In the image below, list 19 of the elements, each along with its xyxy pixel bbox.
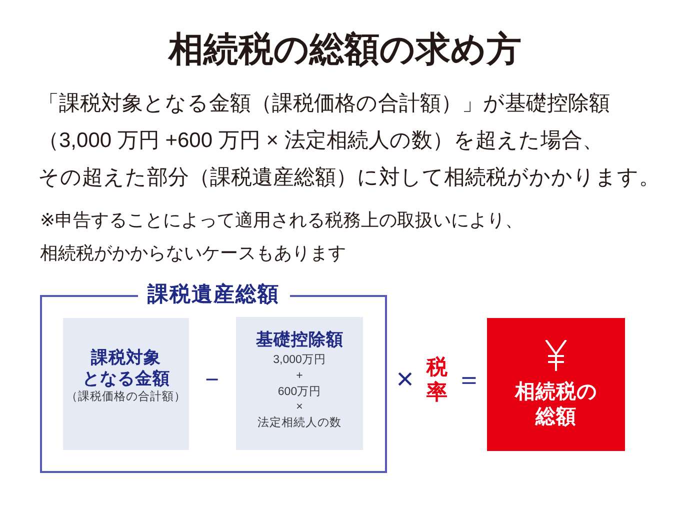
formula-line: 3,000万円 — [273, 353, 326, 368]
term-box — [63, 318, 189, 450]
result-text: 相続税の総額 — [514, 380, 598, 430]
box-note: （課税価格の合計額） — [66, 390, 186, 405]
title: 相続税の総額の求め方 — [166, 29, 522, 71]
times-sign: × — [396, 364, 414, 396]
rate-label: 税率 — [426, 355, 448, 405]
box-heading: 基礎控除額 — [256, 329, 344, 350]
result-box — [487, 318, 625, 451]
box-heading: 課税対象となる金額 — [82, 346, 170, 389]
note-text: ※申告することによって適用される税務上の取扱いにより、相続税がかからないケースもあります — [40, 209, 524, 265]
equals-sign: ＝ — [456, 365, 482, 393]
formula-line: × — [296, 400, 303, 416]
formula-line: 600万円 — [278, 384, 322, 400]
minus-sign: － — [199, 364, 225, 392]
paragraph: 「課税対象となる金額（課税価格の合計額）」が基礎控除額（3,000 万円 +600 万円 × 法定相続人の数）を超えた場合、その超えた部分（課税遺産総額）に対して相続税がかかります。 — [38, 91, 660, 191]
term-box — [236, 317, 363, 450]
formula-line: 法定相続人の数 — [258, 416, 342, 432]
formula-line: + — [296, 368, 303, 384]
